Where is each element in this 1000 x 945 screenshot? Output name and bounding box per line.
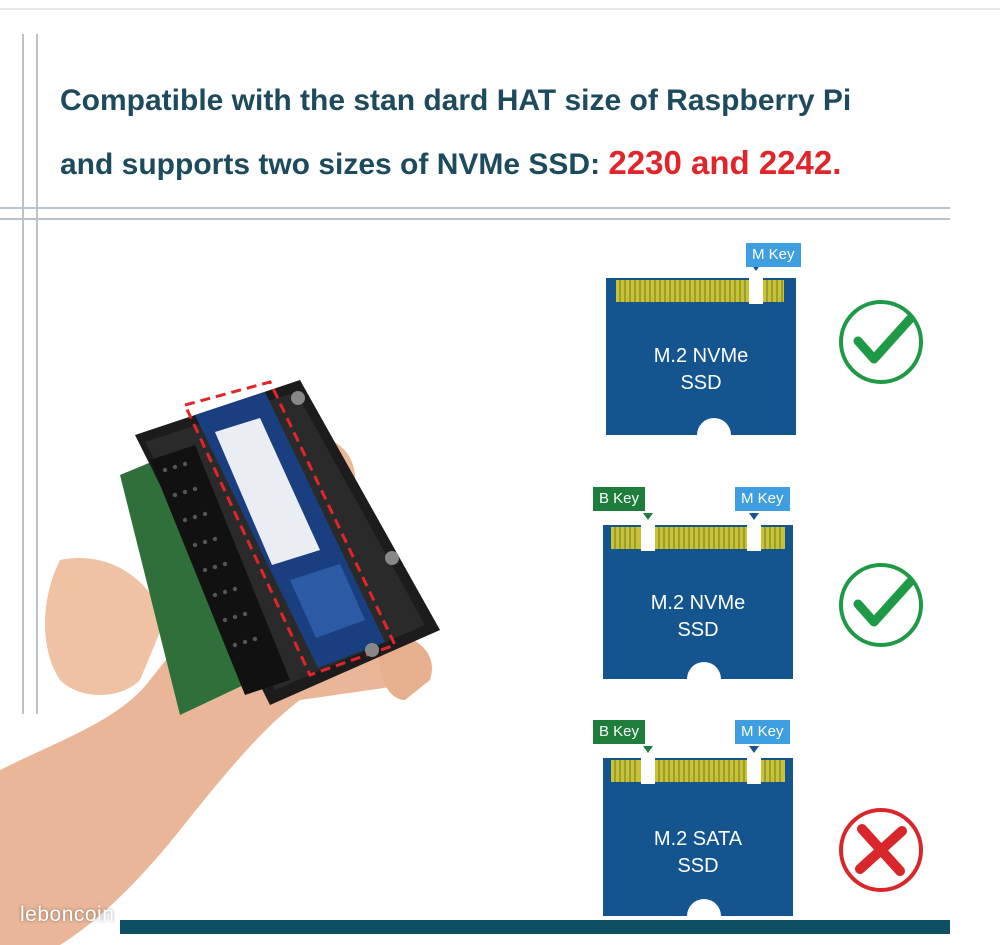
- ssd-type-line-1: M.2 NVMe: [650, 592, 746, 614]
- ssd-type-line-1: M.2 SATA: [653, 828, 743, 850]
- ssd-type-line-2: SSD: [677, 619, 719, 641]
- ssd-type-line-2: SSD: [680, 372, 722, 394]
- m2-ssd-graphic: [603, 746, 793, 916]
- ssd-type-line-1: M.2 NVMe: [653, 345, 749, 367]
- m2-ssd-graphic: [606, 264, 796, 435]
- m-key-tag: M Key: [735, 720, 790, 744]
- ssd-card-sata-bm-key: B Key M Key M.2 SATA SSD: [593, 720, 803, 920]
- ssd-type-label: M.2 NVMe SSD: [607, 343, 795, 397]
- m-key-tag: M Key: [735, 487, 790, 511]
- headline-line-2-text: and supports two sizes of NVMe SSD:: [60, 148, 609, 181]
- frame-line-horizontal: [0, 218, 950, 220]
- cross-circle-icon: [839, 808, 923, 892]
- frame-line-vertical: [36, 34, 38, 714]
- bottom-bar: [120, 920, 950, 934]
- b-key-tag: B Key: [593, 487, 646, 511]
- frame-line-vertical: [22, 34, 24, 714]
- ssd-size-highlight: 2230 and 2242.: [608, 144, 842, 181]
- top-divider: [0, 8, 1000, 10]
- headline-line-1: Compatible with the stan dard HAT size o…: [60, 84, 852, 117]
- headline-line-2: and supports two sizes of NVMe SSD: 2230…: [60, 132, 960, 196]
- b-key-tag: B Key: [593, 720, 646, 744]
- product-photo: [0, 380, 440, 945]
- ssd-type-label: M.2 SATA SSD: [604, 826, 792, 880]
- ssd-type-label: M.2 NVMe SSD: [604, 590, 792, 644]
- m-key-tag: M Key: [746, 243, 801, 267]
- check-circle-icon: [839, 300, 923, 384]
- ssd-card-nvme-bm-key: B Key M Key M.2 NVMe SSD: [593, 487, 803, 679]
- ssd-card-nvme-m-key: M Key M.2 NVMe SSD: [606, 243, 806, 438]
- headline: Compatible with the stan dard HAT size o…: [60, 70, 960, 196]
- m2-ssd-graphic: [603, 513, 793, 679]
- frame-line-horizontal: [0, 207, 950, 209]
- check-circle-icon: [839, 563, 923, 647]
- leboncoin-watermark: leboncoin: [20, 903, 115, 926]
- ssd-type-line-2: SSD: [677, 855, 719, 877]
